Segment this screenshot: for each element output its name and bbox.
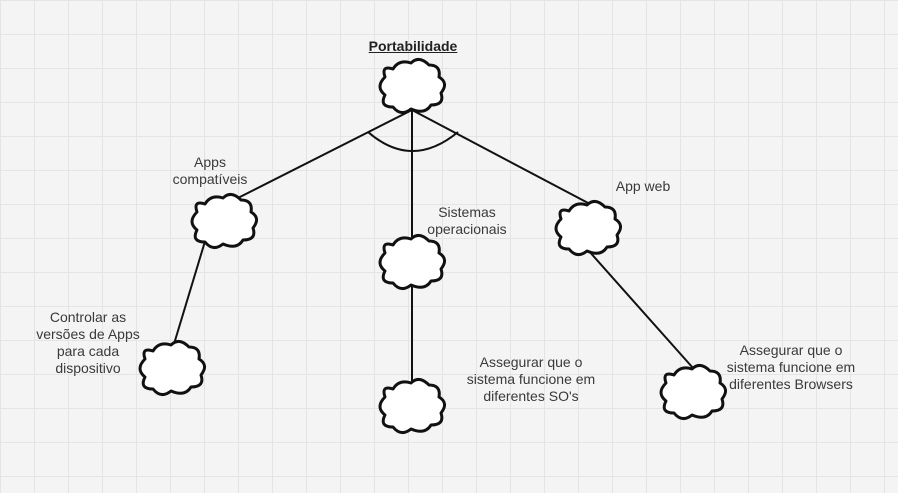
so-label: Sistemas operacionais <box>427 204 507 237</box>
root-cloud-node[interactable] <box>378 57 447 115</box>
apps-child-cloud-node[interactable] <box>138 339 207 397</box>
edge-root-web <box>411 109 591 205</box>
web-child-label: Assegurar que o sistema funcione em dife… <box>726 342 856 392</box>
apps-child-label: Controlar as versões de Apps para cada d… <box>36 309 140 376</box>
angle-arc <box>367 131 459 152</box>
so-cloud-node[interactable] <box>378 233 447 291</box>
apps-cloud-node[interactable] <box>190 192 259 250</box>
edge-root-apps <box>229 109 413 203</box>
so-child-cloud-node[interactable] <box>378 377 447 435</box>
edge-apps-child <box>173 237 207 345</box>
apps-label: Apps compatíveis <box>172 154 248 187</box>
edge-web-child <box>587 249 694 369</box>
root-label: Portabilidade <box>368 38 458 54</box>
web-label: App web <box>615 178 671 194</box>
web-cloud-node[interactable] <box>554 199 623 257</box>
so-child-label: Assegurar que o sistema funcione em dife… <box>466 354 596 404</box>
